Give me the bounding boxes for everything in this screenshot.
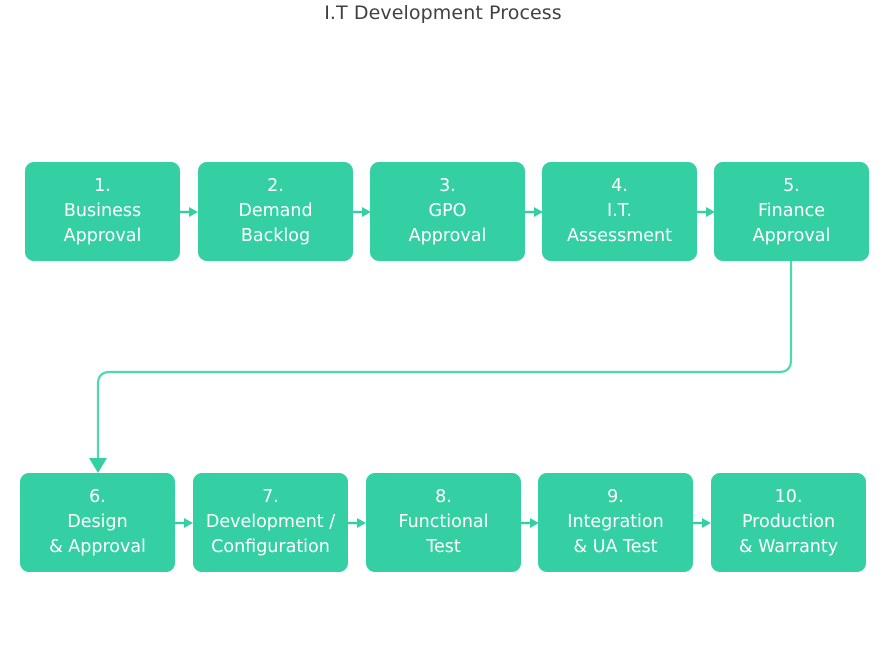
step-label-line1: Business <box>63 201 142 221</box>
arrow-step-3-to-4 <box>525 207 543 217</box>
process-step-9[interactable]: 9. Integration & UA Test <box>538 473 693 572</box>
page-title: I.T Development Process <box>324 2 562 24</box>
step-label-line1: Production <box>741 512 836 532</box>
arrow-step-6-to-7 <box>175 518 193 528</box>
wrap-connector-path <box>96 261 793 460</box>
arrow-step-1-to-2 <box>180 207 198 217</box>
process-step-4[interactable]: 4. I.T. Assessment <box>542 162 697 261</box>
step-label-line2: Configuration <box>211 537 330 557</box>
step-label-line2: Backlog <box>240 226 311 246</box>
step-label-line2: Approval <box>752 226 831 246</box>
step-number: 6. <box>89 487 106 507</box>
step-number: 5. <box>783 176 800 196</box>
step-number: 9. <box>607 487 624 507</box>
step-label-line1: GPO <box>428 201 467 221</box>
step-label-line2: Approval <box>63 226 142 246</box>
step-label-line1: Finance <box>758 201 825 221</box>
process-step-6[interactable]: 6. Design & Approval <box>20 473 175 572</box>
step-label-line1: Functional <box>398 512 489 532</box>
process-row-1: 1. Business Approval 2. Demand Backlog 3… <box>0 162 886 262</box>
arrow-step-7-to-8 <box>348 518 366 528</box>
step-label-line1: Design <box>67 512 128 532</box>
process-step-1[interactable]: 1. Business Approval <box>25 162 180 261</box>
process-row-2: 6. Design & Approval 7. Development / Co… <box>0 473 886 573</box>
step-number: 10. <box>774 487 803 507</box>
step-number: 3. <box>439 176 456 196</box>
process-step-7[interactable]: 7. Development / Configuration <box>193 473 348 572</box>
step-number: 4. <box>611 176 628 196</box>
step-label-line1: Development / <box>205 512 336 532</box>
step-label-line2: Approval <box>408 226 487 246</box>
step-label-line2: Assessment <box>567 226 672 246</box>
step-label-line2: Test <box>426 537 461 557</box>
arrow-step-8-to-9 <box>521 518 539 528</box>
step-number: 8. <box>435 487 452 507</box>
arrow-step-2-to-3 <box>353 207 371 217</box>
step-label-line1: Integration <box>567 512 664 532</box>
step-label-line2: & Warranty <box>738 537 839 557</box>
step-number: 7. <box>262 487 279 507</box>
step-number: 2. <box>267 176 284 196</box>
process-step-10[interactable]: 10. Production & Warranty <box>711 473 866 572</box>
process-step-5[interactable]: 5. Finance Approval <box>714 162 869 261</box>
process-step-3[interactable]: 3. GPO Approval <box>370 162 525 261</box>
step-label-line2: & UA Test <box>573 537 658 557</box>
process-step-8[interactable]: 8. Functional Test <box>366 473 521 572</box>
arrow-step-4-to-5 <box>697 207 715 217</box>
step-number: 1. <box>94 176 111 196</box>
arrow-step-9-to-10 <box>693 518 711 528</box>
step-label-line2: & Approval <box>49 537 146 557</box>
step-label-line1: Demand <box>238 201 313 221</box>
wrap-connector-arrowhead <box>89 458 107 473</box>
process-step-2[interactable]: 2. Demand Backlog <box>198 162 353 261</box>
step-label-line1: I.T. <box>607 201 632 221</box>
